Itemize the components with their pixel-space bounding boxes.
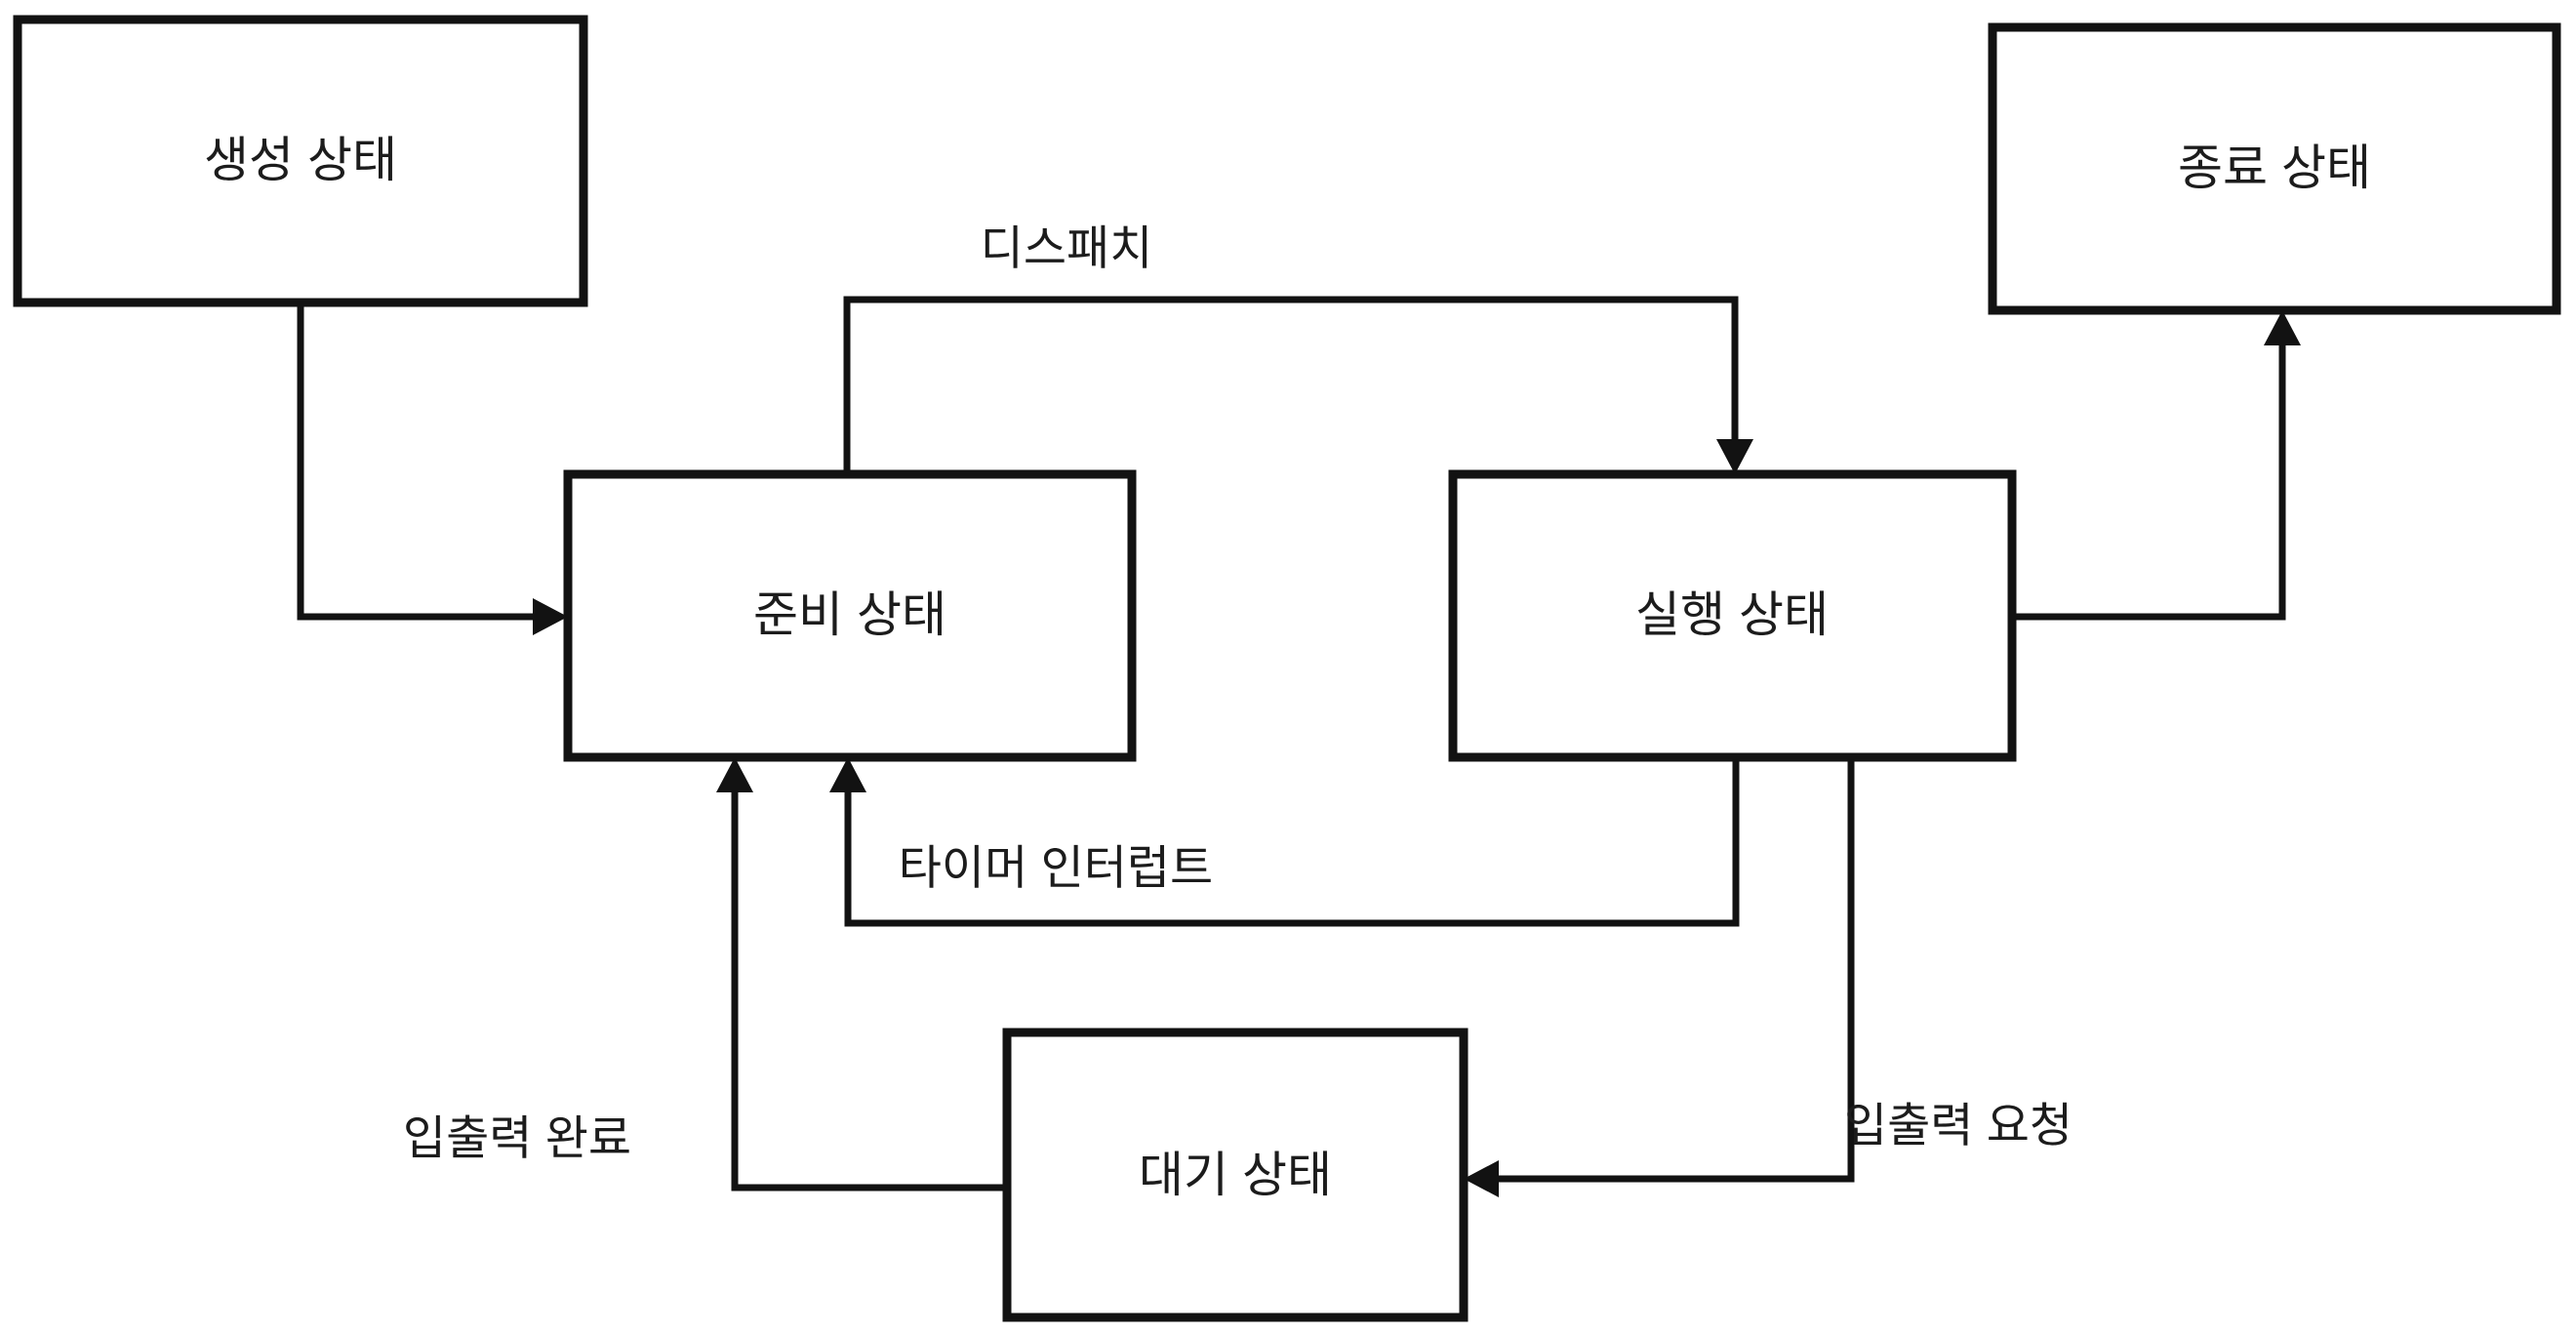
node-ready-state[interactable]: 준비 상태 (563, 469, 1137, 762)
node-ready-state-label: 준비 상태 (753, 587, 946, 642)
edge-label-timer-interrupt: 타이머 인터럽트 (899, 843, 1213, 895)
edge-waiting-to-ready-arrowhead (716, 757, 753, 792)
edge-running-to-terminated-path (2012, 322, 2286, 621)
node-waiting-state[interactable]: 대기 상태 (1002, 1028, 1469, 1322)
edge-running-to-waiting-path (1475, 757, 1855, 1183)
node-running-state-box[interactable] (1448, 469, 2017, 762)
edge-running-to-ready-arrowhead (829, 757, 866, 792)
edge-running-to-waiting-arrowhead (1464, 1160, 1499, 1197)
node-new-state[interactable]: 생성 상태 (13, 15, 588, 307)
edge-new-to-ready (297, 303, 568, 635)
node-ready-state-box[interactable] (563, 469, 1137, 762)
edge-waiting-to-ready: 입출력 완료 (403, 757, 1007, 1192)
node-waiting-state-label: 대기 상태 (1139, 1148, 1332, 1202)
edge-label-io-request: 입출력 요청 (1844, 1101, 2073, 1152)
edge-ready-to-running-arrowhead (1716, 439, 1753, 474)
node-terminated-state[interactable]: 종료 상태 (1988, 22, 2561, 315)
edge-ready-to-running: 디스패치 (843, 223, 1753, 474)
edge-new-to-ready-arrowhead (533, 598, 568, 635)
edge-running-to-waiting: 입출력 요청 (1464, 757, 2073, 1197)
edge-running-to-ready: 타이머 인터럽트 (829, 757, 1740, 927)
node-terminated-state-box[interactable] (1988, 22, 2561, 315)
edge-label-dispatch: 디스패치 (981, 223, 1153, 275)
node-new-state-label: 생성 상태 (204, 133, 397, 187)
edge-ready-to-running-path (843, 296, 1739, 474)
edge-running-to-terminated (2012, 310, 2301, 621)
edge-label-io-complete: 입출력 완료 (403, 1113, 631, 1165)
node-running-state[interactable]: 실행 상태 (1448, 469, 2017, 762)
node-terminated-state-label: 종료 상태 (2178, 141, 2371, 195)
node-new-state-box[interactable] (13, 15, 588, 307)
node-running-state-label: 실행 상태 (1635, 587, 1829, 642)
edge-running-to-ready-path (844, 757, 1740, 927)
node-waiting-state-box[interactable] (1002, 1028, 1469, 1322)
edge-waiting-to-ready-path (731, 769, 1007, 1192)
edge-running-to-terminated-arrowhead (2264, 310, 2301, 345)
edge-new-to-ready-path (297, 303, 556, 621)
